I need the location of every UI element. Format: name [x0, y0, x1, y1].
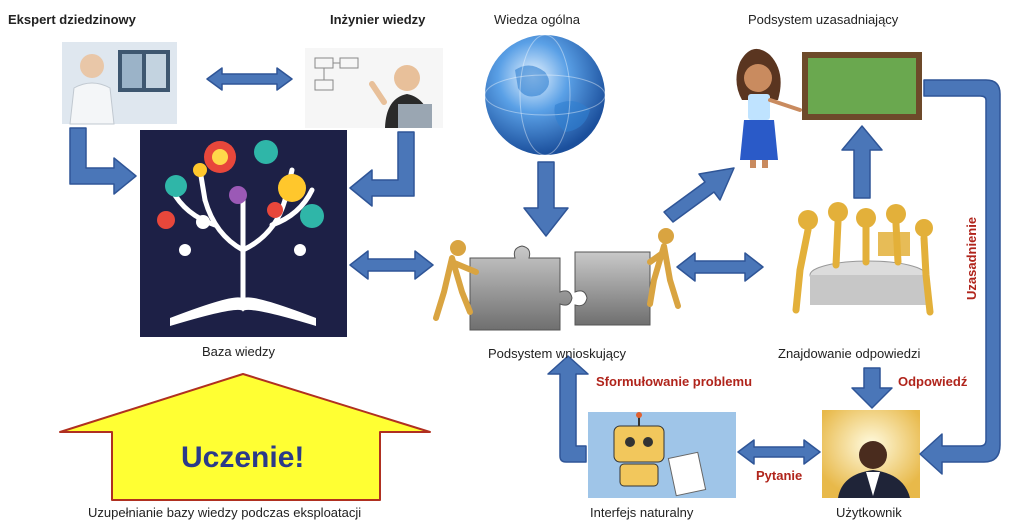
- natural-interface-label: Interfejs naturalny: [590, 505, 694, 520]
- team-table-image: [792, 202, 934, 316]
- puzzle-image: [433, 228, 681, 331]
- engineer-label: Inżynier wiedzy: [330, 12, 426, 27]
- user-image: [822, 410, 920, 498]
- justification-label: Uzasadnienie: [964, 216, 979, 300]
- finding-answers-label: Znajdowanie odpowiedzi: [778, 346, 921, 361]
- learning-banner: [59, 373, 431, 501]
- answer-label: Odpowiedź: [898, 374, 968, 389]
- globe-icon: [484, 34, 606, 156]
- arrow-interface-user: [737, 439, 821, 465]
- arrow-expert-to-kb: [69, 127, 137, 195]
- robot-interface-image: [588, 412, 736, 498]
- chalkboard: [802, 52, 922, 120]
- learning-banner-text: Uczenie!: [181, 441, 305, 474]
- arrow-justification-to-user: [919, 79, 1001, 475]
- supplement-label: Uzupełnianie bazy wiedzy podczas eksploa…: [88, 505, 362, 520]
- arrow-inference-finding: [676, 252, 764, 282]
- general-knowledge-label: Wiedza ogólna: [494, 12, 580, 27]
- arrow-expert-engineer: [206, 67, 293, 91]
- arrow-finding-to-justification: [841, 125, 883, 199]
- expert-photo: [62, 42, 177, 125]
- arrow-kb-inference: [349, 250, 434, 280]
- knowledge-base-label: Baza wiedzy: [202, 344, 275, 359]
- arrow-finding-to-user: [851, 367, 893, 409]
- question-label: Pytanie: [756, 468, 803, 483]
- user-label: Użytkownik: [836, 505, 902, 520]
- arrow-engineer-to-kb: [349, 131, 415, 207]
- teacher-icon: [736, 48, 802, 168]
- arrow-interface-to-inference: [547, 355, 589, 463]
- problem-formulation-label: Sformułowanie problemu: [596, 374, 753, 389]
- justification-subsystem-label: Podsystem uzasadniający: [748, 12, 899, 27]
- expert-label: Ekspert dziedzinowy: [8, 12, 136, 27]
- arrow-inference-to-justification: [663, 167, 735, 223]
- engineer-photo: [305, 48, 443, 128]
- inference-subsystem-label: Podsystem wnioskujący: [488, 346, 626, 361]
- knowledge-base-image: [140, 130, 347, 337]
- arrow-globe-to-inference: [523, 161, 569, 237]
